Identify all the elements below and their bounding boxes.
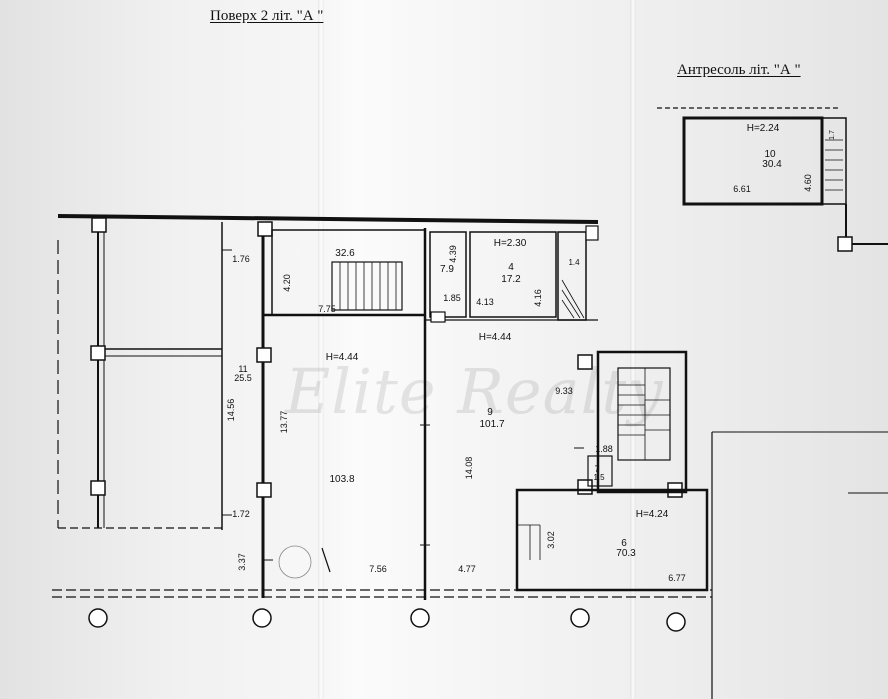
dim-label: 1.85 bbox=[443, 293, 461, 303]
room-11-area: 25.5 bbox=[234, 373, 252, 383]
dim-label: 4.39 bbox=[448, 245, 458, 263]
mezzanine-title: Антресоль літ. "А " bbox=[677, 62, 801, 78]
room-9-number: 9 bbox=[487, 407, 493, 418]
door-swing bbox=[278, 545, 331, 579]
room-9-area: 101.7 bbox=[479, 419, 504, 430]
room-4-area: 17.2 bbox=[501, 274, 521, 285]
dim-label: 1.88 bbox=[595, 444, 613, 454]
dim-label: 1.7 bbox=[829, 130, 836, 140]
left-bays bbox=[57, 217, 222, 528]
stairwell bbox=[596, 350, 688, 494]
room-left-height: H=4.44 bbox=[326, 352, 359, 363]
room-5-area: 1.4 bbox=[568, 258, 580, 267]
dim-label: 9.33 bbox=[555, 386, 573, 396]
room-6-number: 6 bbox=[621, 538, 627, 549]
paper-fold-line bbox=[318, 0, 324, 699]
watermark: Elite Realty bbox=[285, 355, 664, 428]
room-7-area: 1.5 bbox=[593, 473, 605, 482]
dim-label: 4.16 bbox=[533, 289, 543, 307]
room-1-area: 32.6 bbox=[335, 248, 355, 259]
mezzanine-plan bbox=[657, 107, 888, 252]
dim-label: 1.72 bbox=[232, 509, 250, 519]
room-6 bbox=[515, 455, 709, 592]
dim-label: 14.56 bbox=[226, 399, 236, 422]
dim-label: 4.20 bbox=[282, 274, 292, 292]
axis-markers bbox=[88, 608, 686, 632]
dim-label: 4.13 bbox=[476, 297, 494, 307]
dim-label: 14.08 bbox=[464, 457, 474, 480]
dim-label: 13.77 bbox=[279, 411, 289, 434]
dim-label: 1.76 bbox=[232, 254, 250, 264]
room-6-area: 70.3 bbox=[616, 548, 636, 559]
dim-label: 4.77 bbox=[458, 564, 476, 574]
room-9-height: H=4.44 bbox=[479, 332, 512, 343]
paper-fold-line bbox=[630, 0, 636, 699]
room-4-height: H=2.30 bbox=[494, 238, 527, 249]
floor-title: Поверх 2 літ. "А " bbox=[210, 8, 324, 24]
dim-label: 3.37 bbox=[237, 553, 247, 571]
room-7-number: 7 bbox=[594, 464, 599, 474]
dimension-ticks bbox=[222, 249, 584, 561]
room-10-height: H=2.24 bbox=[747, 123, 780, 134]
dim-label: 3.02 bbox=[546, 531, 556, 549]
dim-label: 6.77 bbox=[668, 573, 686, 583]
rooms-2-4-5 bbox=[429, 225, 599, 323]
room-10-area: 30.4 bbox=[762, 159, 782, 170]
dim-label: 6.61 bbox=[733, 184, 751, 194]
room-1 bbox=[271, 229, 426, 316]
dim-label: 4.60 bbox=[803, 174, 813, 192]
dim-label: 7.56 bbox=[369, 564, 387, 574]
room-left-area: 103.8 bbox=[329, 474, 354, 485]
room-10-number: 10 bbox=[764, 149, 776, 160]
room-6-height: H=4.24 bbox=[636, 509, 669, 520]
right-exterior bbox=[711, 431, 888, 699]
outer-walls bbox=[52, 214, 712, 600]
room-4-number: 4 bbox=[508, 262, 514, 273]
room-2-area: 7.9 bbox=[440, 264, 454, 275]
dim-label: 7.75 bbox=[318, 304, 336, 314]
room-11-number: 11 bbox=[238, 364, 247, 374]
